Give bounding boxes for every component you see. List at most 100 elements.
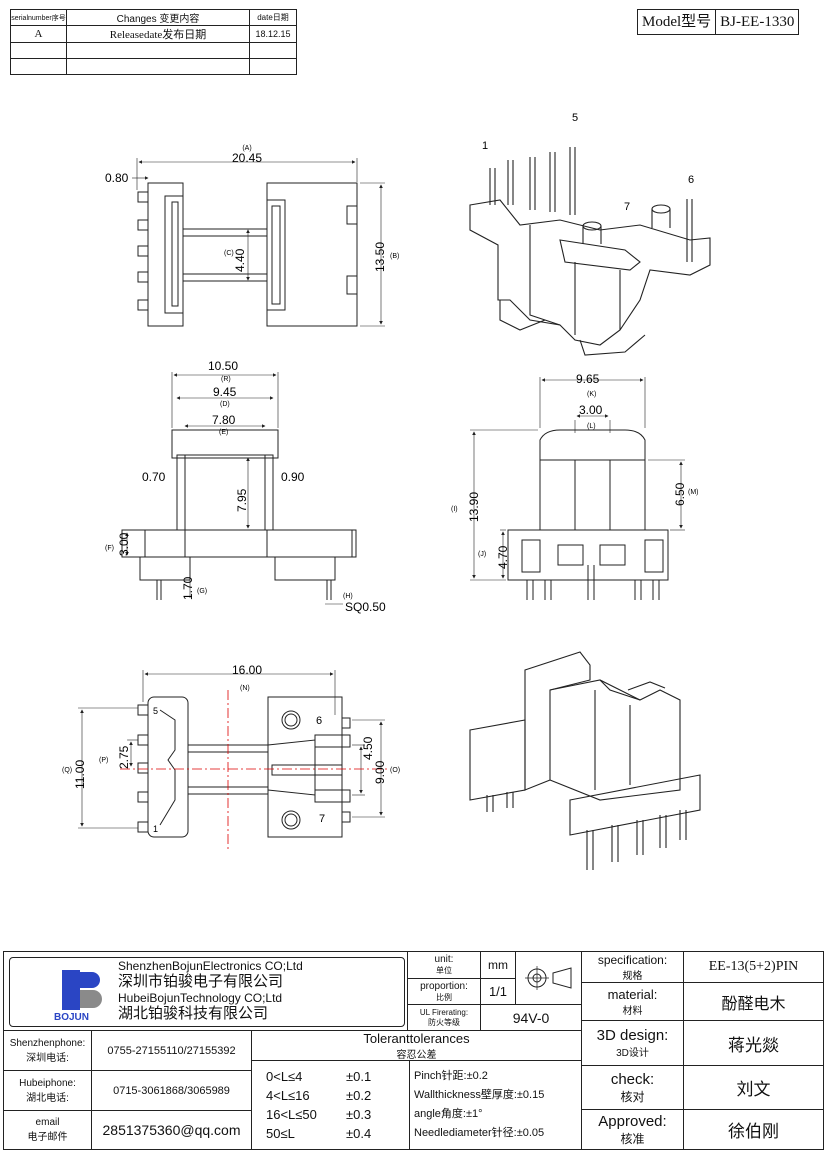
- tolerance-notes: Pinch针距:±0.2 Wallthickness壁厚度:±0.15 angl…: [409, 1060, 581, 1149]
- dim-d-label: 9.45: [213, 385, 237, 399]
- dim-d-tag: (D): [220, 401, 230, 408]
- hb-phone-value: 0715-3061868/3065989: [91, 1070, 251, 1110]
- dim-k-tag: (K): [587, 391, 596, 398]
- approved-value: 徐伯刚: [683, 1109, 823, 1149]
- approved-label-cn: 核准: [620, 1131, 645, 1146]
- bottom-view-centerlines: [120, 690, 390, 850]
- dim-795-label: 7.95: [235, 488, 249, 512]
- material-label-en: material:: [607, 986, 658, 1002]
- spec-value: EE-13(5+2)PIN: [683, 952, 823, 982]
- dim-i-tag: (I): [451, 506, 458, 513]
- hb-phone-label-cn: 湖北电话:: [26, 1092, 69, 1104]
- material-value: 酚醛电木: [683, 982, 823, 1020]
- proportion-value: 1/1: [480, 978, 515, 1004]
- material-label: material: 材料: [581, 982, 683, 1020]
- tol-value: ±0.1: [346, 1069, 372, 1084]
- company-en-1: ShenzhenBojunElectronics CO;Ltd: [118, 959, 303, 973]
- logo-text: BOJUN: [54, 1012, 90, 1023]
- bottom-pin5-label: 5: [153, 706, 158, 716]
- ul-value: 94V-0: [480, 1004, 581, 1030]
- proportion-label: proportion: 比例: [407, 978, 480, 1004]
- tol-range: 16<L≤50: [266, 1107, 317, 1122]
- dim-q-label: 11.00: [73, 760, 87, 789]
- dim-c-tag: (C): [224, 250, 234, 257]
- dim-n-tag: (N): [240, 685, 250, 692]
- rev-empty-cell: [249, 58, 297, 75]
- design-label-en: 3D design:: [596, 1027, 669, 1044]
- dim-n-label: 16.00: [232, 663, 262, 677]
- company-cn-2: 湖北铂骏科技有限公司: [118, 1005, 269, 1022]
- dim-b-label: 13.50: [373, 242, 387, 272]
- iso-top-view: [469, 147, 711, 356]
- dim-090-label: 0.90: [281, 470, 305, 484]
- check-value: 刘文: [683, 1065, 823, 1109]
- design-value: 蒋光燚: [683, 1020, 823, 1065]
- dim-j-tag: (J): [478, 551, 486, 558]
- dim-450-label: 4.50: [361, 736, 375, 760]
- dim-r-label: 10.50: [208, 359, 238, 373]
- email-label-en: email: [35, 1117, 60, 1128]
- bottom-pin6-label: 6: [316, 715, 322, 727]
- title-block: BOJUN ShenzhenBojunElectronics CO;Ltd 深圳…: [3, 951, 824, 1150]
- tolerance-title-en: Toleranttolerances: [363, 1030, 470, 1046]
- ul-label-cn: 防火等级: [428, 1017, 460, 1027]
- design-label: 3D design: 3D设计: [581, 1020, 683, 1065]
- unit-label: unit: 单位: [407, 952, 480, 978]
- tol-range: 0<L≤4: [266, 1069, 303, 1084]
- tolerance-title-cn: 容忍公差: [396, 1049, 437, 1061]
- top-view: [132, 158, 385, 327]
- spec-label-en: specification:: [597, 952, 668, 967]
- material-label-cn: 材料: [622, 1005, 643, 1017]
- check-label-en: check:: [610, 1070, 655, 1088]
- tol-note: Pinch针距:±0.2: [414, 1070, 488, 1082]
- dim-e-label: 7.80: [212, 413, 236, 427]
- check-label: check: 核对: [581, 1065, 683, 1109]
- sz-phone-label: Shenzhenphone: 深圳电话:: [4, 1030, 91, 1070]
- email-value: 2851375360@qq.com: [91, 1110, 251, 1149]
- company-box: BOJUN ShenzhenBojunElectronics CO;Ltd 深圳…: [9, 957, 405, 1027]
- unit-label-cn: 单位: [436, 966, 452, 975]
- tol-range: 50≤L: [266, 1126, 295, 1141]
- dim-i-label: 13.90: [467, 492, 481, 522]
- sz-phone-value: 0755-27155110/27155392: [91, 1030, 251, 1070]
- technical-drawing: (A) 20.45 0.80 (C) 4.40 13.50 (B) 1 5 6 …: [62, 112, 711, 870]
- dim-g-label: 1.70: [181, 576, 195, 600]
- design-label-cn: 3D设计: [616, 1048, 649, 1059]
- spec-label: specification: 规格: [581, 952, 683, 982]
- iso-pin5-label: 5: [572, 112, 578, 124]
- approved-label-en: Approved:: [598, 1112, 667, 1130]
- dim-e-tag: (E): [219, 429, 228, 436]
- dim-h-label: SQ0.50: [345, 600, 386, 614]
- model-label: Model型号: [642, 14, 712, 30]
- dim-q-tag: (Q): [62, 767, 72, 774]
- projection-symbol: [515, 952, 581, 1004]
- dim-c-label: 4.40: [233, 248, 247, 272]
- dim-f-tag: (F): [105, 545, 114, 552]
- model-value: BJ-EE-1330: [715, 10, 798, 34]
- iso-pin7-label: 7: [624, 201, 630, 213]
- dim-j-label: 4.70: [496, 545, 510, 569]
- dim-m-tag: (M): [688, 489, 699, 496]
- dim-o-tag: (O): [390, 767, 400, 774]
- approved-label: Approved: 核准: [581, 1109, 683, 1149]
- iso-bottom-view: [469, 651, 701, 870]
- model-box: Model型号 BJ-EE-1330: [637, 9, 800, 35]
- dim-l-label: 3.00: [579, 403, 603, 417]
- tol-note: Wallthickness壁厚度:±0.15: [414, 1089, 545, 1101]
- company-en-2: HubeiBojunTechnology CO;Ltd: [118, 991, 283, 1005]
- dim-k-label: 9.65: [576, 372, 600, 386]
- tol-value: ±0.4: [346, 1126, 372, 1141]
- dim-p-label: 2.75: [117, 745, 131, 769]
- dim-g-tag: (G): [197, 588, 207, 595]
- dim-h-tag: (H): [343, 593, 353, 600]
- ul-label: UL Firerating: 防火等级: [407, 1004, 480, 1030]
- sz-phone-label-cn: 深圳电话:: [26, 1052, 69, 1064]
- tol-note: angle角度:±1°: [414, 1108, 483, 1120]
- dim-m-label: 6.50: [673, 482, 687, 506]
- dim-p-tag: (P): [99, 757, 108, 764]
- bottom-pin1-label: 1: [153, 824, 158, 834]
- iso-pin6-label: 6: [688, 174, 694, 186]
- dim-r-tag: (R): [221, 376, 231, 383]
- email-label-cn: 电子邮件: [27, 1132, 68, 1143]
- unit-label-en: unit:: [434, 954, 454, 965]
